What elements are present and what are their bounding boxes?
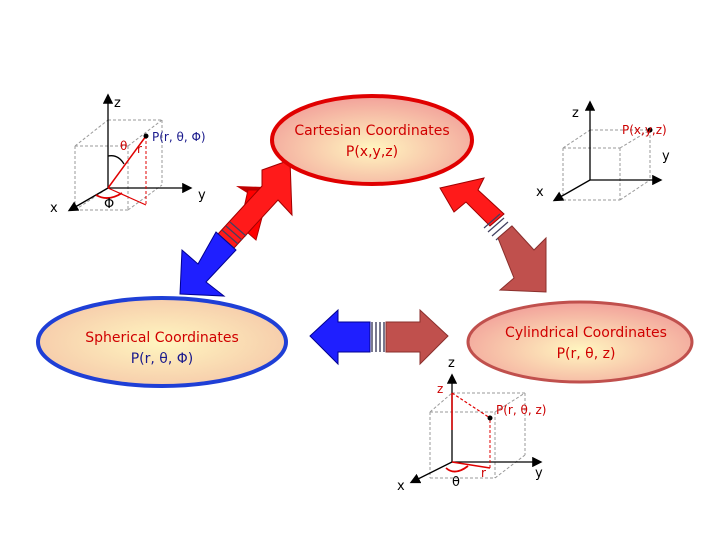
cartesian-title: Cartesian Coordinates [294, 123, 449, 139]
spherical-axis-z: z [114, 96, 121, 111]
spherical-axis-y: y [198, 188, 206, 203]
cylindrical-ellipse: Cylindrical Coordinates P(r, θ, z) [466, 300, 694, 384]
spherical-ellipse: Spherical Coordinates P(r, θ, Φ) [36, 296, 288, 388]
spherical-r-label: r [137, 142, 142, 156]
arrow-spherical-cylindrical [309, 308, 449, 366]
cylindrical-r-label: r [481, 466, 486, 480]
cartesian-axis-y: y [662, 149, 670, 164]
spherical-point: P(r, θ, Φ) [131, 351, 194, 367]
spherical-phi-label: Φ [104, 197, 114, 212]
cylindrical-axis-z-outer: z [448, 356, 455, 371]
cylindrical-point-label: P(r, θ, z) [496, 403, 546, 417]
cartesian-axis-z: z [572, 106, 579, 121]
cartesian-point-label: P(x,y,z) [622, 123, 667, 137]
spherical-point-label: P(r, θ, Φ) [152, 130, 206, 144]
arrow-cartesian-cylindrical [439, 177, 547, 293]
spherical-axis-x: x [50, 201, 58, 216]
cylindrical-theta-label: θ [452, 475, 460, 490]
cylindrical-point: P(r, θ, z) [557, 346, 616, 362]
cartesian-point: P(x,y,z) [346, 144, 398, 160]
cartesian-axis-x: x [536, 185, 544, 200]
arrow-spherical-cartesian [179, 159, 293, 297]
cartesian-axes-diagram: z x y P(x,y,z) [536, 100, 670, 202]
spherical-theta-label: θ [120, 139, 127, 153]
cartesian-ellipse: Cartesian Coordinates P(x,y,z) [270, 94, 474, 186]
cylindrical-axes-diagram: z z x y P(r, θ, z) r θ [397, 356, 546, 494]
cylindrical-axis-x: x [397, 479, 405, 494]
spherical-title: Spherical Coordinates [85, 330, 239, 346]
cylindrical-axis-y: y [535, 466, 543, 481]
cylindrical-title: Cylindrical Coordinates [505, 325, 667, 341]
spherical-axes-diagram: z x y θ r P(r, θ, Φ) Φ [50, 93, 206, 216]
cylindrical-z-label: z [437, 382, 443, 396]
